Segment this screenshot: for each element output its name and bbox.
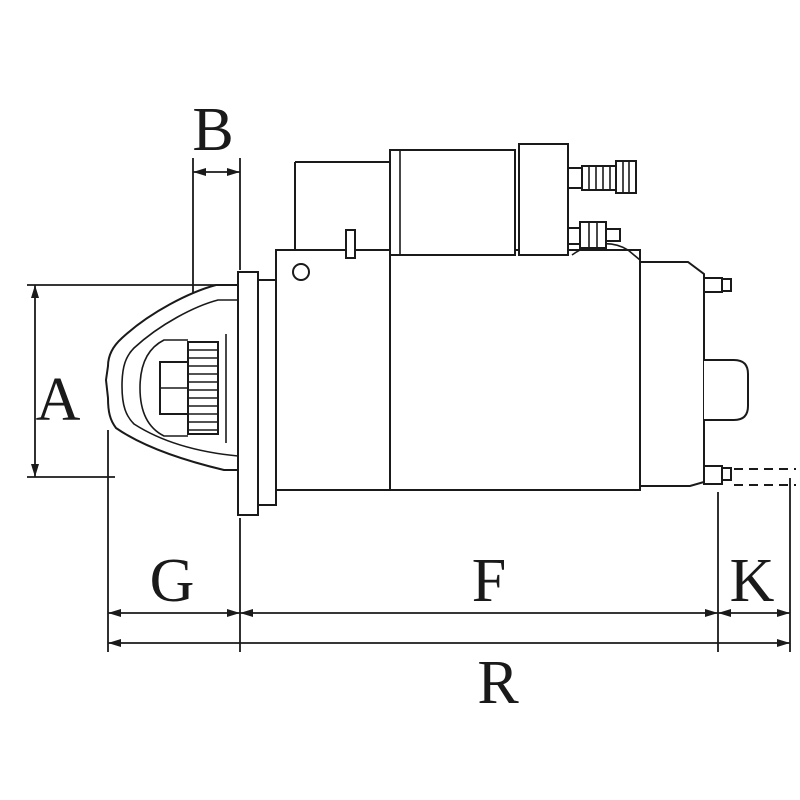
pinion-gear-teeth xyxy=(188,349,218,431)
arrowhead xyxy=(705,609,718,617)
dimension-label-a: A xyxy=(36,366,81,434)
bracket-hole xyxy=(292,263,310,281)
dimension-r: R xyxy=(108,639,790,717)
pinion-gear xyxy=(159,341,219,435)
arrowhead xyxy=(777,609,790,617)
terminal-stud-lower xyxy=(567,221,621,249)
dimension-label-r: R xyxy=(477,649,519,717)
motor-body xyxy=(275,161,641,491)
dimension-chain-gfk: G F K xyxy=(108,547,790,617)
bearing-boss xyxy=(704,359,749,421)
through-bolt-lower xyxy=(703,465,732,485)
bottom-extension-lines xyxy=(107,430,791,652)
solenoid-cap xyxy=(518,143,569,256)
arrowhead xyxy=(240,609,253,617)
bracket-slot xyxy=(345,229,356,259)
dimension-b: B xyxy=(192,96,241,293)
arrowhead xyxy=(108,639,121,647)
rear-bracket xyxy=(639,261,796,487)
arrowhead xyxy=(108,609,121,617)
arrowhead xyxy=(777,639,790,647)
dimension-label-b: B xyxy=(192,96,233,164)
arrowhead xyxy=(227,609,240,617)
dimension-label-f: F xyxy=(472,547,506,615)
drive-end-housing xyxy=(104,284,239,471)
dimension-label-g: G xyxy=(150,547,195,615)
arrowhead xyxy=(718,609,731,617)
through-bolt-upper xyxy=(703,277,732,293)
arrowhead xyxy=(31,285,39,298)
solenoid xyxy=(389,143,637,256)
solenoid-body xyxy=(389,149,516,256)
dimension-a: A xyxy=(27,284,216,478)
arrowhead xyxy=(227,168,240,176)
terminal-stud-upper xyxy=(567,160,637,194)
arrowhead xyxy=(193,168,206,176)
arrowhead xyxy=(31,464,39,477)
mounting-flange xyxy=(237,271,277,516)
dimension-label-k: K xyxy=(730,547,775,615)
